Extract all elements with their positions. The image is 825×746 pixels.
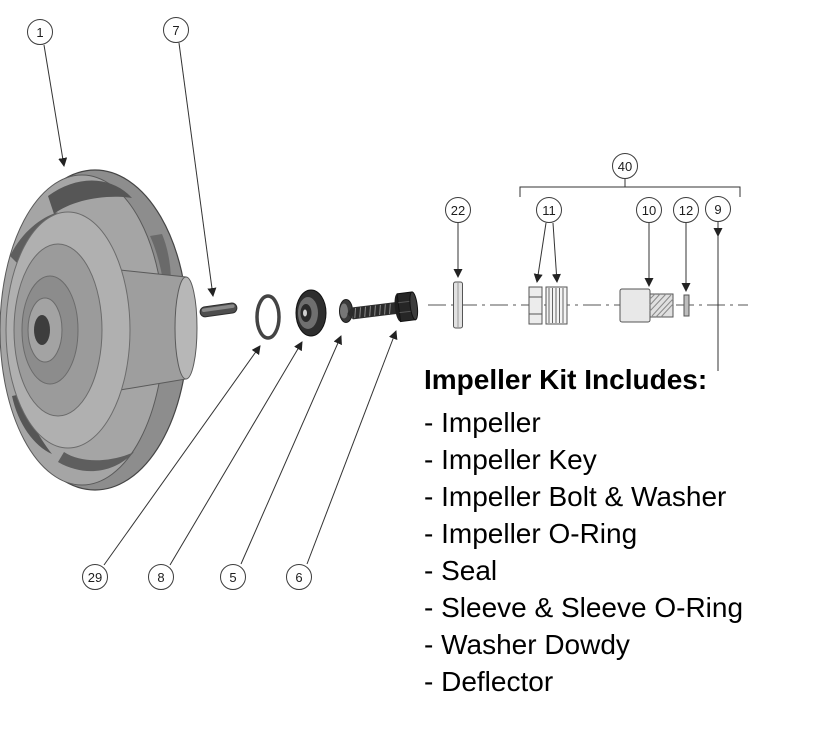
kit-title: Impeller Kit Includes: [424,364,708,395]
kit-item: - Deflector [424,666,554,697]
kit-item: - Sleeve & Sleeve O-Ring [424,592,744,623]
kit-item: - Impeller Key [424,444,597,475]
impeller-oring-part [255,294,281,340]
impeller-part [0,169,198,491]
sleeve-oring-part [683,294,690,317]
leader-line-11b [551,222,561,283]
callout-10: 10 [636,197,662,223]
callout-8: 8 [148,564,174,590]
leader-line-11a [533,222,547,283]
leader-line-5 [240,335,342,565]
callout-6: 6 [286,564,312,590]
callout-11: 11 [536,197,562,223]
washer-part [339,299,353,323]
callout-1: 1 [27,19,53,45]
leader-line-1 [43,44,68,167]
kit-item: - Impeller Bolt & Washer [424,481,727,512]
kit-item: - Impeller O-Ring [424,518,638,549]
kit-item: - Impeller [424,407,541,438]
leader-lines [43,42,723,566]
seal-assembly-part [528,286,568,325]
callout-5: 5 [220,564,246,590]
callout-12: 12 [673,197,699,223]
seal-part [295,289,327,337]
callout-7: 7 [163,17,189,43]
kit-item: - Seal [424,555,498,586]
kit-list: Impeller Kit Includes: - Impeller - Impe… [424,360,819,700]
bracket-40 [519,179,741,197]
impeller-bolt-part [347,291,419,323]
impeller-bore [34,315,50,345]
leader-line-6 [306,330,398,565]
kit-item: - Washer Dowdy [424,629,630,660]
leader-line-8 [169,341,303,566]
callout-40: 40 [612,153,638,179]
leader-line-7 [178,42,217,297]
callout-29: 29 [82,564,108,590]
impeller-key-part [199,302,238,318]
sleeve-part [619,288,674,323]
callout-9: 9 [705,196,731,222]
leader-line-29 [103,345,261,566]
deflector-part [453,281,463,329]
callout-22: 22 [445,197,471,223]
